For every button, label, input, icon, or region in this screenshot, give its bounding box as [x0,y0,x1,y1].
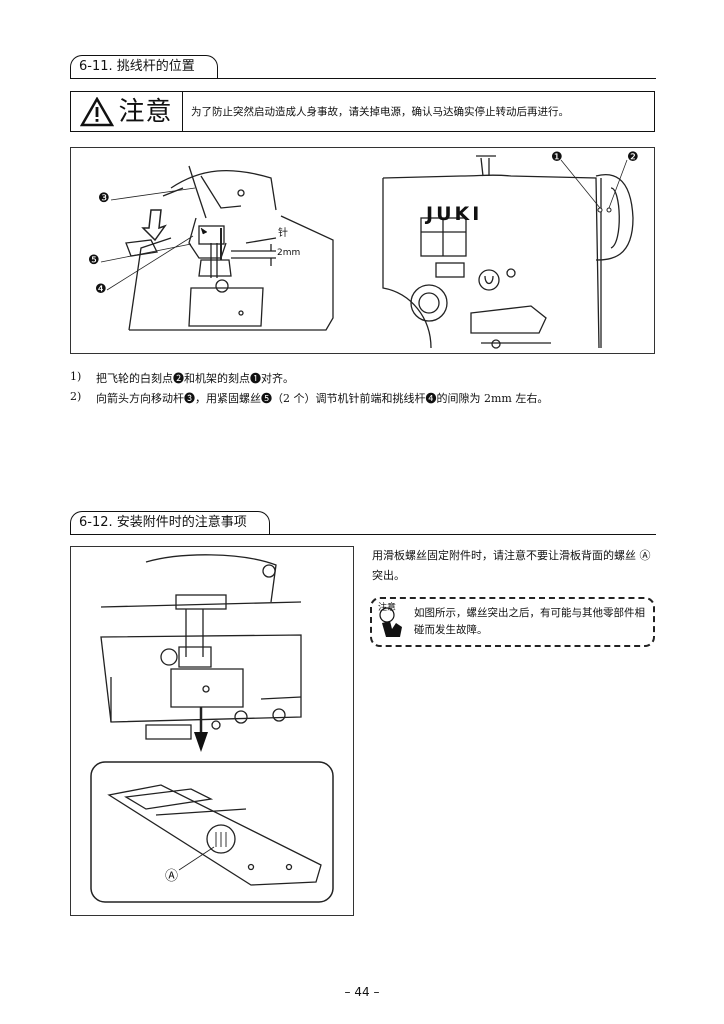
caution-box: 注意 为了防止突然启动造成人身事故，请关掉电源，确认马达确实停止转动后再进行。 [70,91,655,132]
attachment-instruction: 用滑板螺丝固定附件时，请注意不要让滑板背面的螺丝 Ⓐ 突出。 [372,549,651,582]
section-6-11-rule [70,78,656,79]
warning-triangle-icon [80,96,115,126]
juki-logo: JUKI [426,203,483,225]
page-number: – 44 – [344,985,380,999]
note-label: 注意 [378,603,397,613]
label-2mm: 2mm [277,248,301,258]
needle-area-illustration [100,165,334,331]
machine-head-illustration [382,155,634,349]
label-5: ❺ [88,253,100,268]
step-1-number: 1) [70,370,82,383]
caution-label-text: 注意 [118,96,173,127]
figure-attachment: Ⓐ [70,546,354,916]
caution-hand-icon [379,607,402,637]
step-1: 1) 把飞轮的白刻点❷和机架的刻点❶对齐。 [70,370,294,386]
label-2: ❷ [627,150,639,165]
step-1-text: 把飞轮的白刻点❷和机架的刻点❶对齐。 [96,372,294,385]
section-6-11-title: 6-11. 挑线杆的位置 [70,55,218,79]
step-2-number: 2) [70,390,82,403]
label-A: Ⓐ [165,869,179,884]
step-2: 2) 向箭头方向移动杆❸，用紧固螺丝❺（2 个）调节机针前端和挑线杆❹的间隙为 … [70,390,548,406]
label-3: ❸ [98,191,110,206]
attachment-illustration [90,554,334,903]
label-4: ❹ [95,282,107,297]
section-6-12-rule [70,534,656,535]
label-1: ❶ [551,150,563,165]
note-box: 如图所示，螺丝突出之后，有可能与其他零部件相碰而发生故障。 [370,597,655,647]
note-text: 如图所示，螺丝突出之后，有可能与其他零部件相碰而发生故障。 [414,607,645,636]
caution-text: 为了防止突然启动造成人身事故，请关掉电源，确认马达确实停止转动后再进行。 [191,106,569,118]
caution-label: 注意 [71,92,183,131]
figure-thread-take-up: ❸ ❺ ❹ 针 2mm [70,147,655,354]
step-2-text: 向箭头方向移动杆❸，用紧固螺丝❺（2 个）调节机针前端和挑线杆❹的间隙为 2mm… [96,392,549,405]
label-needle: 针 [278,228,288,239]
section-6-12-title: 6-12. 安装附件时的注意事项 [70,511,270,535]
